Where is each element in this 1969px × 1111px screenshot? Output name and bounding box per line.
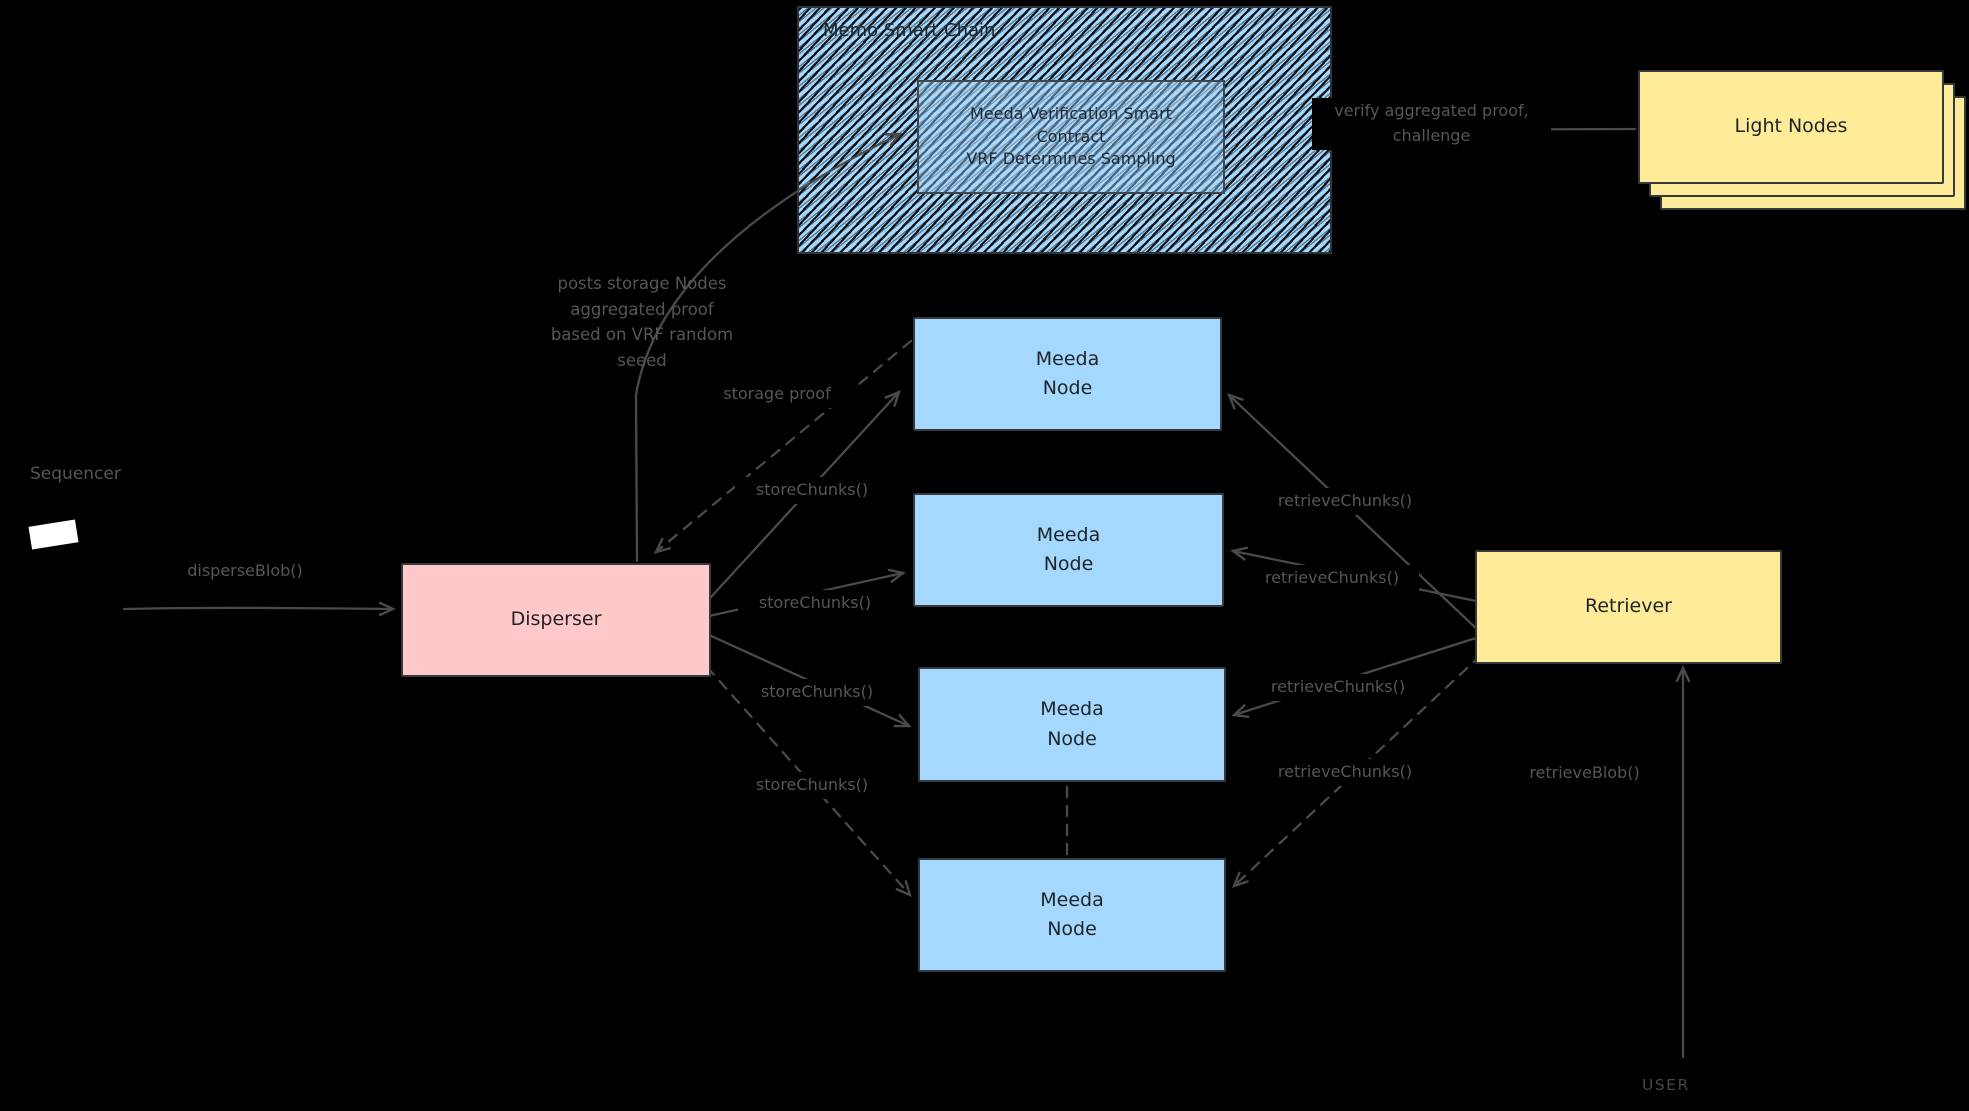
meeda-node-box-3: Meeda Node bbox=[918, 667, 1226, 782]
storage-proof-label: storage proof bbox=[700, 381, 854, 408]
retrieve-chunks-label-2: retrieveChunks() bbox=[1245, 565, 1419, 592]
retriever-label: Retriever bbox=[1584, 595, 1672, 618]
edge-disperse-blob bbox=[122, 601, 396, 617]
disperser-box: Disperser bbox=[401, 563, 711, 677]
posts-proof-label: posts storage Nodes aggregated proof bas… bbox=[550, 274, 734, 370]
store-chunks-label-1: storeChunks() bbox=[735, 477, 889, 504]
retrieve-chunks-label-4: retrieveChunks() bbox=[1258, 759, 1432, 786]
light-nodes-box: Light Nodes bbox=[1638, 70, 1944, 184]
verify-proof-label: verify aggregated proof, challenge bbox=[1312, 98, 1551, 150]
meeda-node-box-4: Meeda Node bbox=[918, 858, 1226, 972]
retrieve-blob-label: retrieveBlob() bbox=[1510, 760, 1659, 787]
edge-retrieve-chunks-4 bbox=[1231, 653, 1483, 888]
user-label: USER bbox=[1642, 1076, 1690, 1094]
verification-contract-box: Meeda Verification Smart Contract VRF De… bbox=[917, 80, 1225, 194]
edge-storage-proof bbox=[653, 339, 913, 554]
light-nodes-label: Light Nodes bbox=[1734, 115, 1848, 138]
memo-smart-chain-title: Memo Smart Chain bbox=[823, 20, 996, 41]
meeda-node-label-1: Meeda Node bbox=[1035, 347, 1100, 399]
store-chunks-label-2: storeChunks() bbox=[738, 590, 892, 617]
meeda-node-box-1: Meeda Node bbox=[913, 317, 1222, 431]
meeda-node-box-2: Meeda Node bbox=[913, 493, 1224, 607]
memo-smart-chain-box: Memo Smart Chain Meeda Verification Smar… bbox=[797, 6, 1332, 254]
sequencer-label: Sequencer bbox=[30, 464, 121, 484]
retrieve-chunks-label-3: retrieveChunks() bbox=[1251, 674, 1425, 701]
retrieve-chunks-label-1: retrieveChunks() bbox=[1258, 488, 1432, 515]
meeda-node-label-3: Meeda Node bbox=[1040, 698, 1104, 750]
verification-contract-label: Meeda Verification Smart Contract VRF De… bbox=[966, 104, 1176, 169]
meeda-node-label-4: Meeda Node bbox=[1040, 888, 1104, 940]
meeda-node-label-2: Meeda Node bbox=[1036, 523, 1101, 575]
disperser-label: Disperser bbox=[510, 608, 602, 631]
store-chunks-label-4: storeChunks() bbox=[735, 772, 889, 799]
disperse-blob-label: disperseBlob() bbox=[170, 558, 320, 585]
store-chunks-label-3: storeChunks() bbox=[740, 679, 894, 706]
edge-posts-proof bbox=[634, 132, 903, 563]
retriever-box: Retriever bbox=[1475, 550, 1782, 664]
